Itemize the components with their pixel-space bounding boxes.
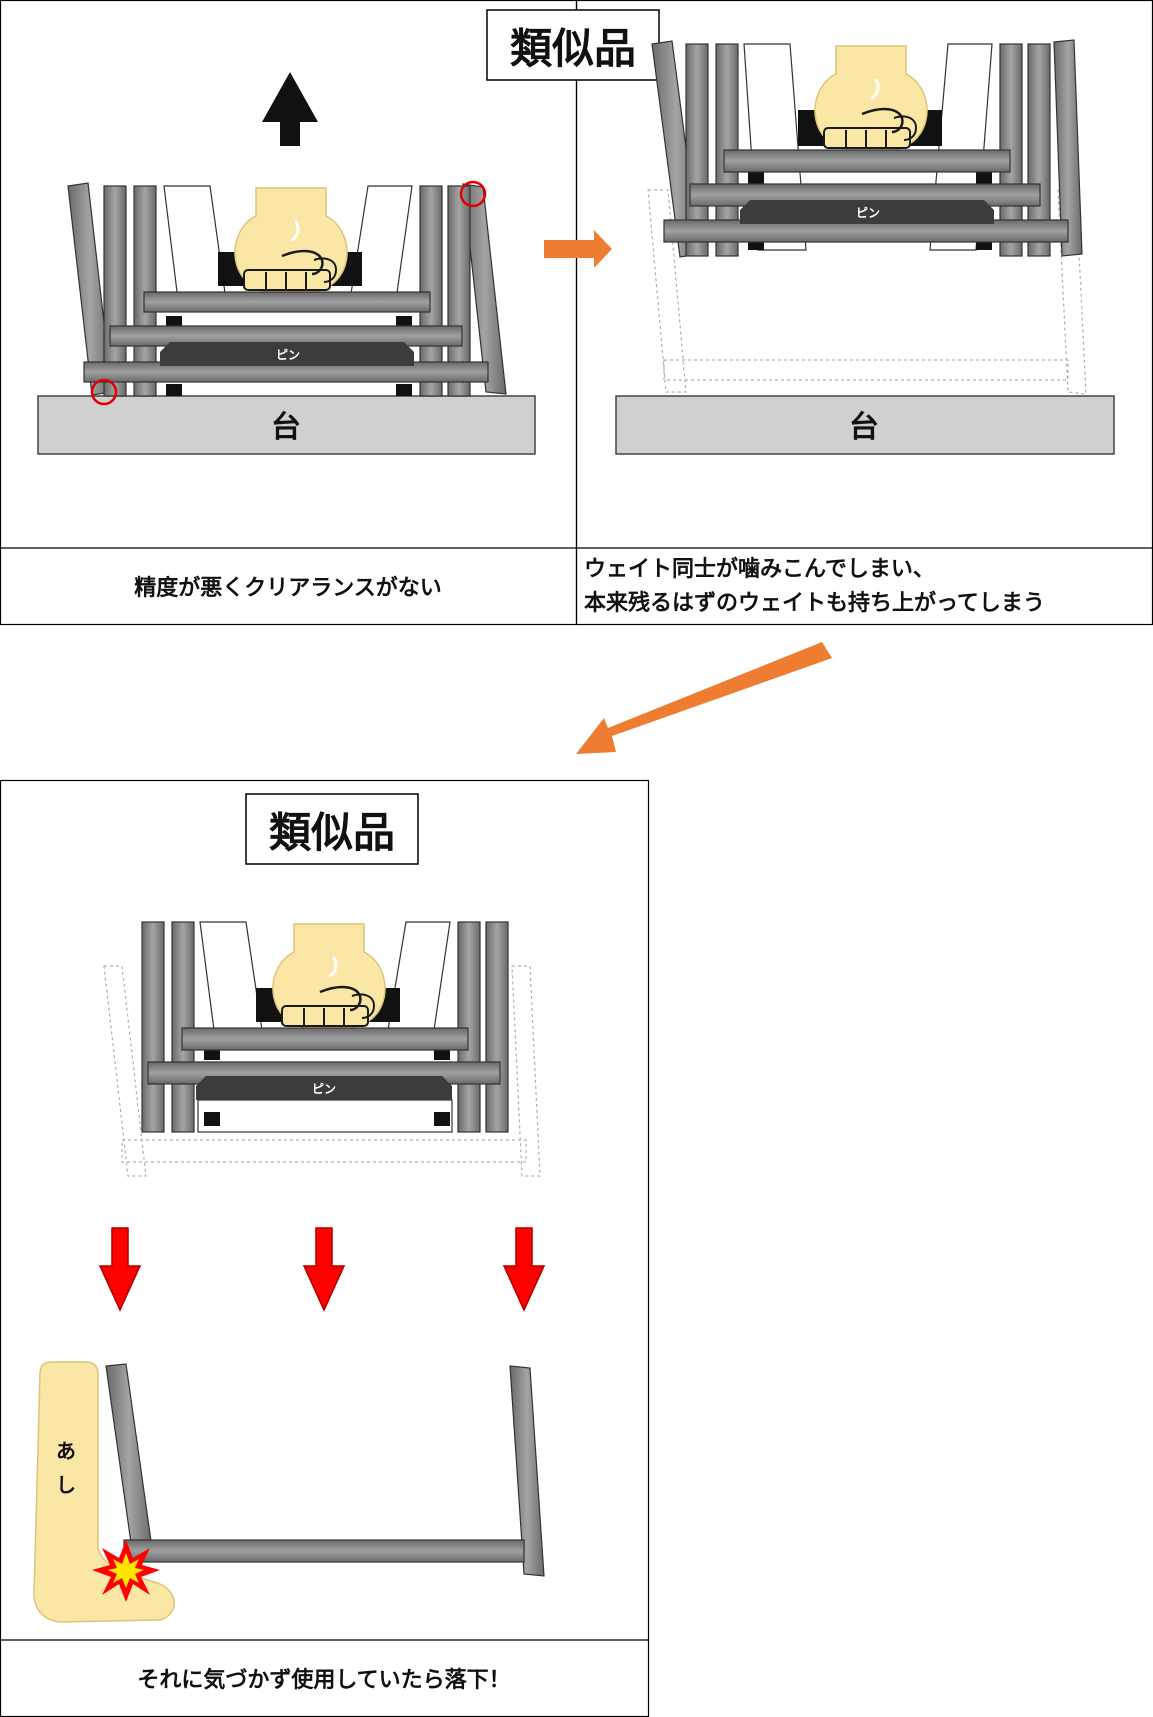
base-label: 台 — [271, 410, 301, 445]
hand-icon — [271, 922, 387, 1030]
plate-vertical — [485, 921, 509, 1133]
falling-plate-left — [105, 1363, 153, 1551]
plate-horizontal — [143, 291, 431, 313]
hand-icon — [233, 186, 349, 294]
foot-label-a: あ — [56, 1439, 76, 1463]
caption-line-1: ウェイト同士が噛みこんでしまい、 — [584, 557, 935, 582]
panel-clearance: 台 ピン — [0, 0, 578, 626]
guide-left — [163, 185, 227, 301]
spacer-block — [204, 1112, 220, 1126]
caption-text: 精度が悪くクリアランスがない — [134, 576, 442, 601]
panel-title: 類似品 — [269, 808, 395, 857]
spacer-block — [204, 1048, 220, 1060]
caption-line-2: 本来残るはずのウェイトも持ち上がってしまう — [584, 591, 1045, 616]
plate-vertical — [171, 921, 195, 1133]
lift-up-arrow — [262, 72, 318, 146]
pin-label: ピン — [856, 206, 880, 220]
pin-label: ピン — [276, 348, 300, 362]
caption-text: それに気づかず使用していたら落下！ — [137, 1668, 511, 1693]
orange-arrow-right — [544, 230, 612, 268]
tilted-plate-right — [462, 183, 507, 395]
base-block — [37, 395, 536, 455]
tilted-plate-right — [1053, 39, 1083, 257]
ghost-frame — [103, 965, 541, 1177]
pin-plate — [196, 1076, 452, 1100]
spacer-block — [748, 172, 764, 184]
pin-label: ピン — [312, 1082, 336, 1096]
caption-panel-1: 精度が悪くクリアランスがない — [0, 548, 576, 624]
falling-plate-bottom — [123, 1539, 525, 1563]
spacer-block — [166, 316, 182, 328]
contact-circle-bottom-left — [90, 378, 118, 406]
spacer-block — [166, 384, 182, 396]
spacer-block — [976, 172, 992, 184]
plate-horizontal — [723, 149, 1011, 173]
panel-jamming: 類似品 台 — [486, 0, 1153, 626]
pin-plate — [160, 342, 414, 366]
falling-plate-right — [509, 1365, 545, 1577]
hand-icon — [813, 44, 929, 152]
title-box — [486, 9, 660, 81]
caption-panel-2: ウェイト同士が噛みこんでしまい、 本来残るはずのウェイトも持ち上がってしまう — [584, 552, 1148, 622]
caption-panel-3: それに気づかず使用していたら落下！ — [0, 1640, 648, 1716]
contact-circle-top-right — [459, 180, 487, 208]
base-block — [615, 395, 1115, 455]
pin-plate — [740, 200, 994, 224]
lower-frame — [197, 1099, 453, 1133]
plate-horizontal — [181, 1027, 469, 1051]
down-arrow-left — [98, 1227, 142, 1312]
plate-vertical — [141, 921, 165, 1133]
panel-title: 類似品 — [510, 24, 636, 73]
title-box — [245, 793, 419, 865]
foot-label-shi: し — [56, 1473, 76, 1497]
down-arrow-center — [302, 1227, 346, 1312]
guide-left — [199, 921, 263, 1031]
spacer-block — [396, 384, 412, 396]
base-label: 台 — [849, 410, 879, 445]
plate-vertical — [457, 921, 481, 1133]
down-arrow-right — [502, 1227, 546, 1312]
spacer-block — [434, 1112, 450, 1126]
panel-drop: 類似品 ピン — [0, 779, 650, 1717]
spacer-block — [434, 1048, 450, 1060]
spacer-block — [396, 316, 412, 328]
orange-arrow-down-left — [576, 642, 832, 754]
